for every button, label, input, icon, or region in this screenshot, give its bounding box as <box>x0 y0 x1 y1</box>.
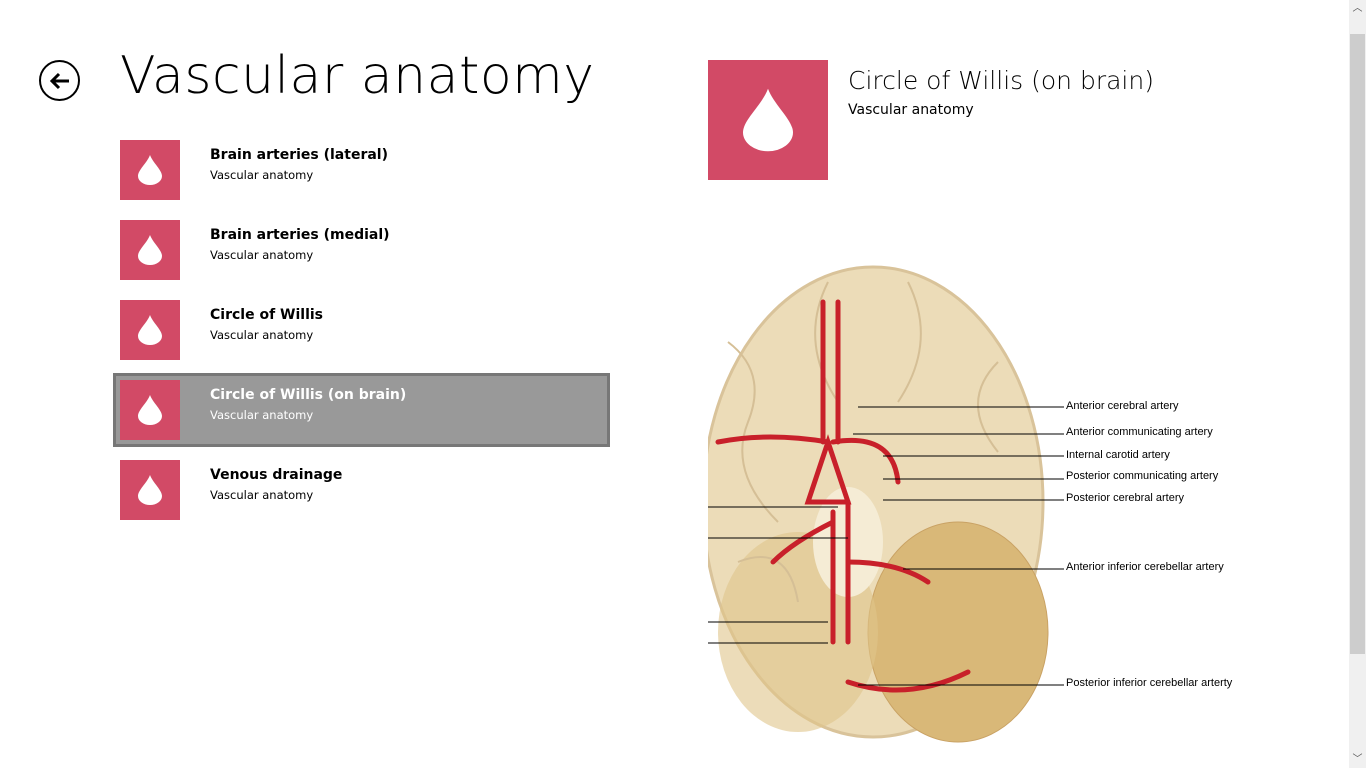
drop-icon <box>120 300 180 360</box>
item-subtitle: Vascular anatomy <box>210 168 314 182</box>
back-button[interactable] <box>39 60 80 101</box>
item-title: Circle of Willis <box>210 307 323 323</box>
drop-icon <box>120 380 180 440</box>
label-anterior-cerebral: Anterior cerebral artery <box>1066 400 1179 412</box>
label-posterior-cerebral: Posterior cerebral artery <box>1066 492 1184 504</box>
label-anterior-communicating: Anterior communicating artery <box>1066 426 1213 438</box>
scroll-up-icon[interactable]: ︿ <box>1352 3 1363 14</box>
detail-title: Circle of Willis (on brain) <box>848 66 1154 95</box>
detail-tile <box>708 60 828 180</box>
drop-icon <box>743 88 793 152</box>
item-subtitle: Vascular anatomy <box>210 488 314 502</box>
scrollbar-thumb[interactable] <box>1350 34 1365 654</box>
item-subtitle: Vascular anatomy <box>210 408 314 422</box>
scroll-down-icon[interactable]: ﹀ <box>1352 754 1363 765</box>
list-item[interactable]: Brain arteries (lateral) Vascular anatomy <box>113 133 610 207</box>
drop-icon <box>120 140 180 200</box>
item-title: Brain arteries (lateral) <box>210 147 388 163</box>
item-list: Brain arteries (lateral) Vascular anatomy… <box>113 133 610 533</box>
item-title: Brain arteries (medial) <box>210 227 390 243</box>
label-internal-carotid: Internal carotid artery <box>1066 449 1170 461</box>
list-item-selected[interactable]: Circle of Willis (on brain) Vascular anat… <box>113 373 610 447</box>
drop-icon <box>120 220 180 280</box>
page-title: Vascular anatomy <box>120 46 595 106</box>
label-posterior-communicating: Posterior communicating artery <box>1066 470 1219 482</box>
label-pica: Posterior inferior cerebellar arterty <box>1066 677 1233 689</box>
back-arrow-icon <box>49 72 69 89</box>
brain-illustration <box>708 265 1064 743</box>
list-item[interactable]: Brain arteries (medial) Vascular anatomy <box>113 213 610 287</box>
drop-icon <box>120 460 180 520</box>
detail-subtitle: Vascular anatomy <box>848 102 974 118</box>
item-subtitle: Vascular anatomy <box>210 328 314 342</box>
label-aica: Anterior inferior cerebellar artery <box>1066 561 1224 573</box>
vertical-scrollbar[interactable]: ︿ ﹀ <box>1349 0 1366 768</box>
item-subtitle: Vascular anatomy <box>210 248 314 262</box>
item-title: Circle of Willis (on brain) <box>210 387 407 403</box>
item-title: Venous drainage <box>210 467 343 483</box>
